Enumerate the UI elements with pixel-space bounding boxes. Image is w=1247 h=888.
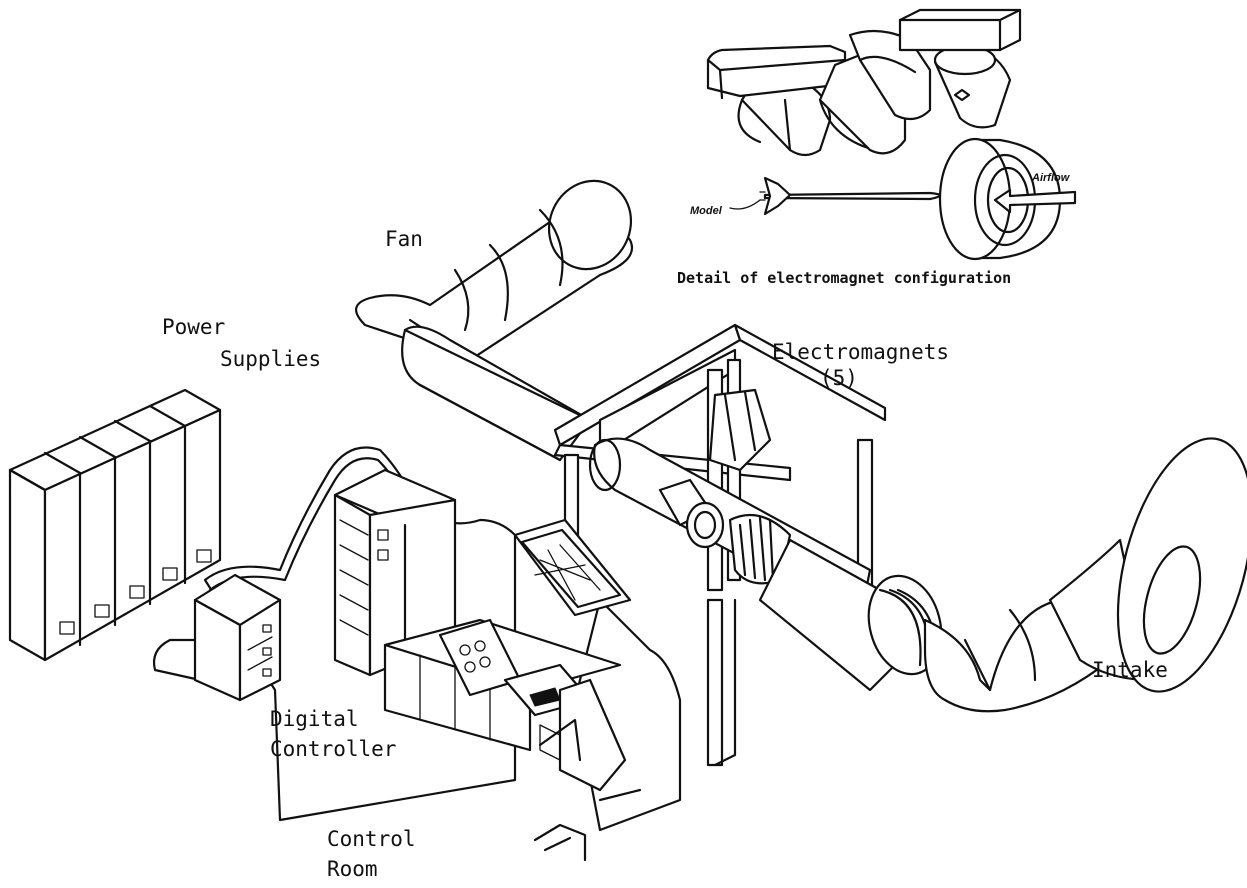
detail-caption: Detail of electromagnet configuration bbox=[677, 269, 1011, 287]
intake-label: Intake bbox=[1092, 658, 1168, 682]
control-room: Digital Controller Control Room bbox=[152, 446, 682, 881]
detail-ring-magnet: Airflow bbox=[938, 137, 1077, 261]
fan-duct: Fan bbox=[355, 179, 633, 462]
model-label: Model bbox=[690, 205, 723, 217]
intake-duct: Intake bbox=[758, 437, 1247, 713]
electromagnets-label-line2: (5) bbox=[820, 366, 858, 390]
power-supplies: Power Supplies bbox=[8, 315, 321, 662]
detail-magnet-middle bbox=[818, 29, 932, 155]
electromagnet-detail-inset: Model Airflow Detail of electromagnet co… bbox=[677, 8, 1077, 287]
control-room-label-line2: Room bbox=[327, 857, 378, 881]
detail-model: Model bbox=[690, 176, 942, 217]
power-supplies-label-line1: Power bbox=[162, 315, 225, 339]
digital-controller-label-line2: Controller bbox=[270, 737, 396, 761]
fan-label: Fan bbox=[385, 227, 423, 251]
control-room-label-line1: Control bbox=[327, 827, 416, 851]
detail-magnet-left bbox=[706, 44, 847, 157]
power-supplies-label-line2: Supplies bbox=[220, 347, 321, 371]
detail-magnet-right bbox=[898, 8, 1022, 129]
digital-controller-label-line1: Digital bbox=[270, 707, 359, 731]
airflow-label: Airflow bbox=[1031, 172, 1071, 184]
electromagnets-label-line1: Electromagnets bbox=[772, 340, 949, 364]
